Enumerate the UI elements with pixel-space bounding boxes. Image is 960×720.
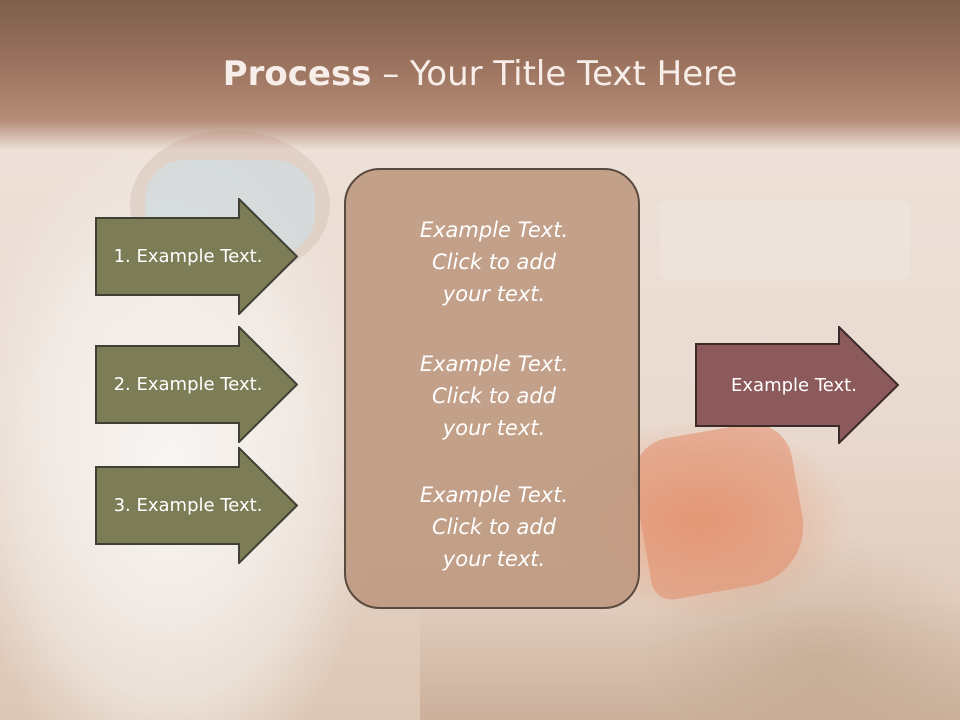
arrow-shape-icon [95,447,298,564]
step-arrow-3[interactable]: 3. Example Text. [95,447,298,564]
paragraph-line: Example Text. [419,483,569,507]
title-band [0,0,960,150]
paragraph-line: Click to add [431,384,556,408]
result-label: Example Text. [731,374,857,396]
paragraph-line: Example Text. [419,218,569,242]
step-label: 2. Example Text. [113,374,263,395]
paragraph-line: Click to add [431,250,556,274]
slide-title[interactable]: Process – Your Title Text Here [0,52,960,96]
center-text-box[interactable]: Example Text. Click to add your text. Ex… [344,168,640,609]
step-arrow-2[interactable]: 2. Example Text. [95,326,298,443]
step-arrow-1[interactable]: 1. Example Text. [95,198,298,315]
arrow-shape-icon [695,326,899,444]
background-dental-lamp [660,200,910,280]
background-floor [420,600,960,720]
title-bold: Process [222,54,372,94]
result-arrow[interactable]: Example Text. [695,326,899,444]
arrow-shape-icon [95,326,298,443]
paragraph-line: your text. [442,416,546,440]
paragraph-line: your text. [442,547,546,571]
center-paragraph-2: Example Text. Click to add your text. [346,348,642,444]
arrow-shape-icon [95,198,298,315]
center-paragraph-3: Example Text. Click to add your text. [346,479,642,575]
step-label: 3. Example Text. [113,495,263,516]
step-label: 1. Example Text. [113,246,263,267]
paragraph-line: Example Text. [419,352,569,376]
center-paragraph-1: Example Text. Click to add your text. [346,214,642,310]
paragraph-line: Click to add [431,515,556,539]
title-rest: – Your Title Text Here [371,54,738,94]
paragraph-line: your text. [442,282,546,306]
